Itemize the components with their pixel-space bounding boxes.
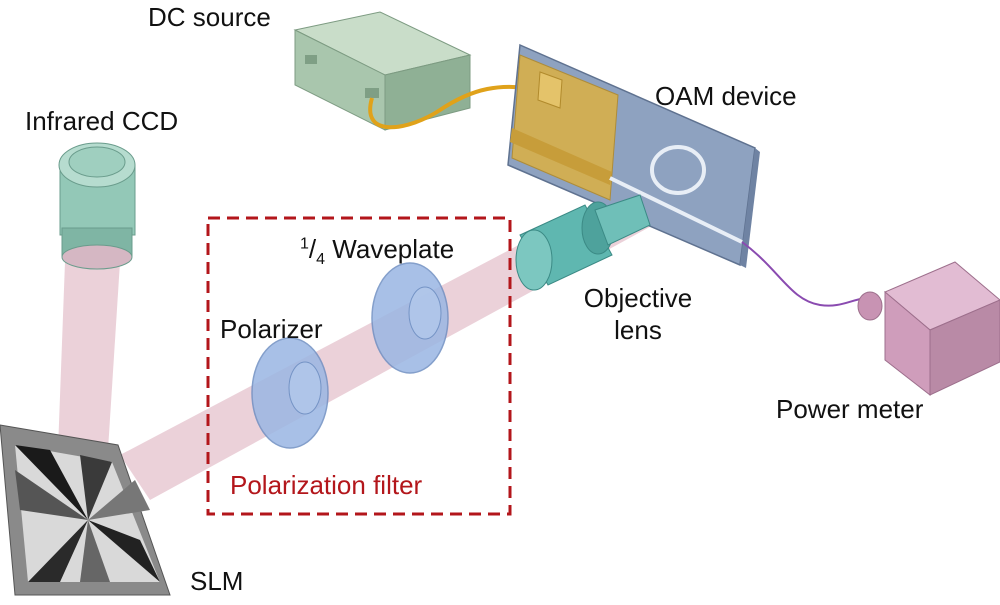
infrared-ccd-label: Infrared CCD xyxy=(25,106,179,136)
objective-lens xyxy=(515,194,651,291)
polarization-filter-box xyxy=(206,216,512,516)
power-meter xyxy=(857,261,1000,397)
oam-device xyxy=(507,43,760,268)
waveplate-label: 1/4 Waveplate xyxy=(300,234,455,269)
power-meter-label: Power meter xyxy=(776,394,924,424)
waveplate-word: Waveplate xyxy=(332,234,455,264)
micro-ring xyxy=(650,145,706,195)
slm xyxy=(0,424,171,596)
output-fiber xyxy=(741,241,867,307)
quarter-waveplate xyxy=(371,262,449,374)
objective-line-2: lens xyxy=(614,315,662,345)
objective-line-1: Objective xyxy=(583,283,693,313)
waveplate-numerator: 1 xyxy=(300,235,309,253)
polarization-filter-label: Polarization filter xyxy=(230,470,423,500)
objective-lens-label: Objective lens xyxy=(578,285,698,343)
polarizer xyxy=(251,337,329,449)
infrared-ccd xyxy=(58,142,136,270)
beam-ccd-to-slm xyxy=(58,262,120,450)
dc-wire xyxy=(368,84,549,130)
oam-device-label: OAM device xyxy=(655,81,797,111)
slm-label: SLM xyxy=(190,566,244,596)
waveplate-denominator: 4 xyxy=(316,251,326,269)
dc-source-label: DC source xyxy=(148,2,271,32)
dc-source xyxy=(293,11,472,131)
polarizer-label: Polarizer xyxy=(220,314,323,344)
